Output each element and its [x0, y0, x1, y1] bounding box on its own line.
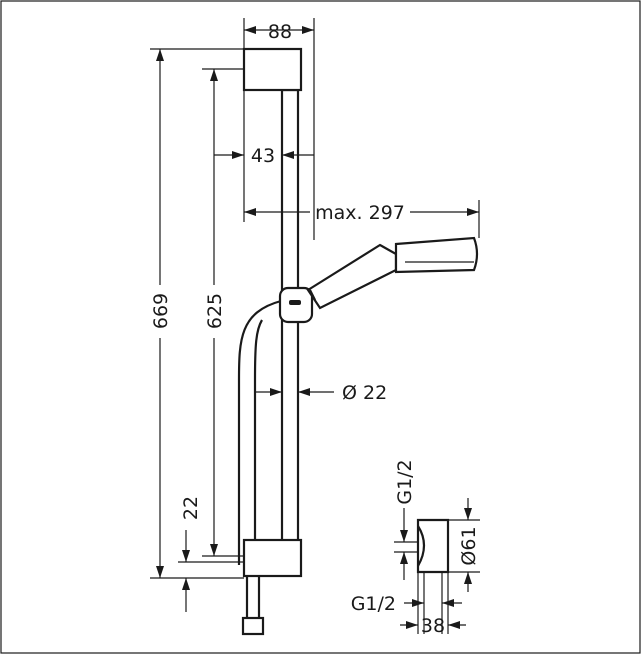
- dimension-bottom-offset: 22: [178, 496, 244, 612]
- hand-shower-head: [394, 236, 479, 274]
- label-max-reach: max. 297: [315, 202, 405, 224]
- label-mount-distance: 625: [204, 293, 226, 329]
- slider-button: [289, 300, 301, 305]
- hand-shower-handle: [306, 243, 398, 310]
- label-connector-diameter: Ø61: [458, 526, 480, 565]
- handle-joint: [309, 289, 316, 301]
- label-hose-diameter: Ø 22: [342, 382, 387, 404]
- bottom-wall-mount: [242, 538, 303, 578]
- dimension-total-height: 669: [150, 48, 244, 579]
- top-wall-mount: [242, 47, 303, 92]
- label-connector-thread-top: G1/2: [394, 459, 416, 504]
- shower-hose: [237, 299, 282, 565]
- dimension-max-reach: max. 297: [244, 200, 480, 238]
- wall-connector-body: [416, 518, 450, 574]
- wall-connector-detail: G1/2 Ø61 G1/2 38: [351, 459, 480, 637]
- dimension-mount-distance: 625: [202, 68, 244, 557]
- shower-rail-assembly: [237, 47, 479, 636]
- dimension-rail-offset: 43: [214, 90, 314, 222]
- label-connector-thread-bottom: G1/2: [351, 593, 396, 615]
- dimension-top-width: 88: [243, 18, 315, 240]
- label-total-height: 669: [150, 293, 172, 329]
- wall-connector-outlet: [417, 525, 426, 567]
- label-rail-offset: 43: [251, 145, 275, 167]
- dimension-hose-diameter: Ø 22: [255, 382, 387, 404]
- label-top-width: 88: [268, 21, 292, 43]
- label-bottom-offset: 22: [180, 496, 202, 520]
- hose-nut: [241, 616, 265, 636]
- label-connector-width: 38: [421, 615, 445, 637]
